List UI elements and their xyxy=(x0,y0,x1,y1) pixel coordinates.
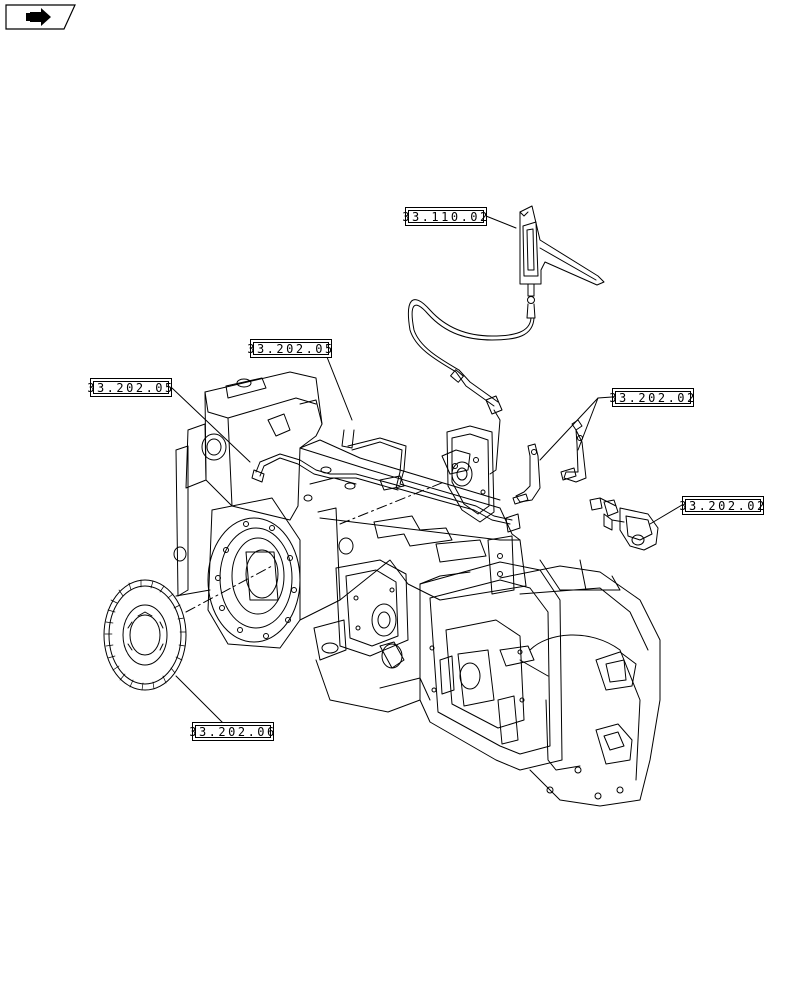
callout-33-202-06[interactable]: 33.202.06 xyxy=(189,722,274,741)
callout-33-202-02-upper[interactable]: 33.202.02 xyxy=(609,388,694,407)
brake-valve-assembly xyxy=(589,497,659,551)
callout-33-202-02-right[interactable]: 33.202.02 xyxy=(679,496,764,515)
next-page-icon[interactable] xyxy=(4,4,76,30)
brake-cable xyxy=(407,299,535,415)
transmission-housing xyxy=(173,371,661,807)
brake-rods xyxy=(512,419,587,505)
callout-33-110-02[interactable]: 33.110.02 xyxy=(402,207,487,226)
brake-pipes xyxy=(251,429,521,533)
leader-lines xyxy=(171,215,683,731)
brake-disc xyxy=(103,579,187,691)
callout-33-202-05-upper[interactable]: 33.202.05 xyxy=(247,339,332,358)
callout-33-202-05-left[interactable]: 33.202.05 xyxy=(87,378,172,397)
brake-lever xyxy=(519,205,605,319)
